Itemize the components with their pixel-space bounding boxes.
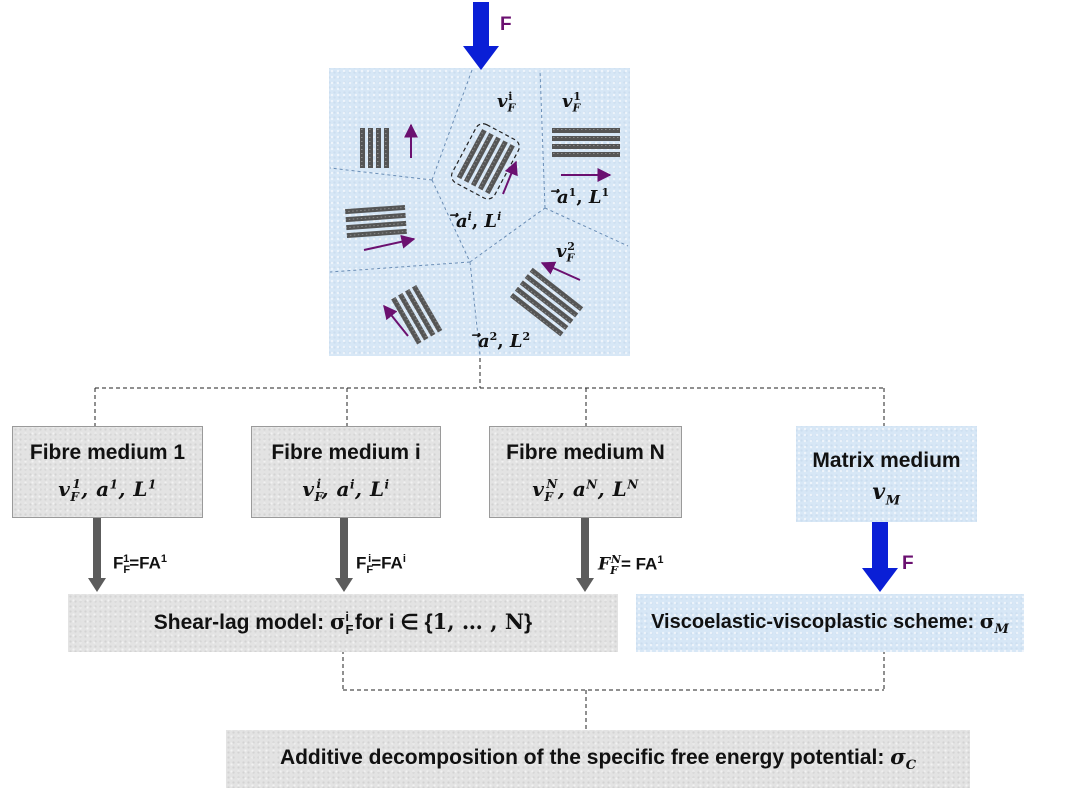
additive-text: Additive decomposition of the specific f… <box>279 744 917 774</box>
label-v-F-1: vF1 <box>562 90 581 115</box>
fibre-medium-1-box: Fibre medium 1 vF1, a1, L1 <box>12 426 203 518</box>
matrix-medium-title: Matrix medium <box>812 449 961 473</box>
matrix-force-arrow <box>862 522 898 592</box>
fibre-arrow-4 <box>502 160 518 195</box>
fibre-bundle-horizontal-left <box>345 204 407 239</box>
fibre-bundle-inclined-lower-right <box>509 267 584 337</box>
fibre-medium-N-vars: vFN, aN, LN <box>532 476 639 504</box>
label-a-1-L-1: ⃗a1, L1 <box>557 186 610 208</box>
fibre-bundle-vertical <box>360 128 389 168</box>
visco-banner: Viscoelastic-viscoplastic scheme: σM <box>636 594 1024 652</box>
fibre-bundle-inclined-lower-left <box>391 284 443 345</box>
matrix-medium-var: vM <box>872 479 901 509</box>
top-force-label: F <box>500 14 512 35</box>
fibre-medium-1-vars: vF1, a1, L1 <box>58 476 157 504</box>
fibre-arrow-5 <box>383 304 409 337</box>
force-label-fibre-N: FFN= FA1 <box>598 553 664 578</box>
top-force-arrow <box>463 2 499 70</box>
fibre-force-arrows <box>88 518 594 592</box>
matrix-medium-box: Matrix medium vM <box>796 426 977 522</box>
label-v-F-2: vF2 <box>556 240 575 265</box>
label-a-2-L-2: ⃗a2, L2 <box>478 330 531 352</box>
fibre-arrow-6 <box>540 261 581 281</box>
fibre-medium-i-vars: vFi, ai, Li <box>302 476 390 504</box>
matrix-force-label: F <box>902 553 914 574</box>
grain-boundaries <box>329 69 629 356</box>
fibre-medium-N-title: Fibre medium N <box>506 440 665 464</box>
label-v-F-i: vFi <box>497 90 516 115</box>
fibre-medium-N-box: Fibre medium N vFN, aN, LN <box>489 426 682 518</box>
fibre-medium-i-box: Fibre medium i vFi, ai, Li <box>251 426 441 518</box>
additive-banner: Additive decomposition of the specific f… <box>226 730 970 788</box>
force-label-fibre-1: FF1=FA1 <box>113 553 168 577</box>
shear-lag-text: Shear-lag model: σFi for i ∈ {1, … , N} <box>153 608 533 638</box>
visco-text: Viscoelastic-viscoplastic scheme: σM <box>651 609 1009 637</box>
fibre-medium-i-title: Fibre medium i <box>271 440 421 464</box>
shear-lag-banner: Shear-lag model: σFi for i ∈ {1, … , N} <box>68 594 618 652</box>
fibre-arrow-3 <box>363 234 416 251</box>
fibre-bundle-horizontal-right <box>552 128 620 157</box>
label-a-i-L-i: ⃗ai, Li <box>456 210 502 232</box>
fibre-medium-1-title: Fibre medium 1 <box>29 440 186 464</box>
force-label-fibre-i: FFi=FAi <box>356 553 406 577</box>
tree-connectors <box>94 358 885 730</box>
microstructure-panel <box>329 68 630 356</box>
fibre-bundle-inclined-centre <box>450 123 520 200</box>
